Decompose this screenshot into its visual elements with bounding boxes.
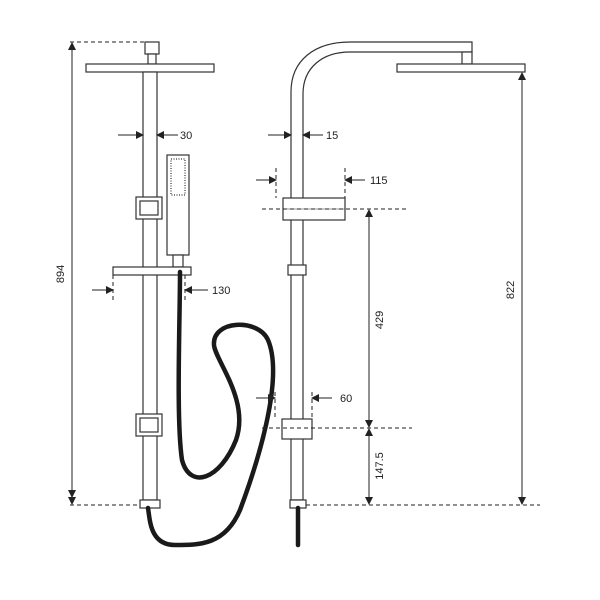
side-lower-bracket xyxy=(281,418,313,440)
front-shower-head xyxy=(85,63,215,73)
front-top-connector xyxy=(144,41,160,55)
side-head-connector xyxy=(461,51,473,65)
hand-shower-nozzle-panel xyxy=(170,158,186,196)
dim-rail-depth: 15 xyxy=(326,130,338,142)
dim-lower-bracket-projection: 60 xyxy=(340,393,352,405)
side-collar xyxy=(287,264,307,276)
side-shower-head xyxy=(396,63,526,73)
dim-bottom-to-lower-bracket: 147.5 xyxy=(374,452,386,480)
dim-head-height: 822 xyxy=(505,281,517,299)
front-bottom-connector xyxy=(139,499,161,509)
shower-hose xyxy=(145,269,276,548)
dim-rail-width: 30 xyxy=(180,130,192,142)
dim-total-height: 894 xyxy=(55,265,67,283)
dim-shelf-offset: 130 xyxy=(212,285,230,297)
dim-bracket-spacing: 429 xyxy=(374,311,386,329)
front-arm-stub xyxy=(147,53,157,65)
front-upper-bracket-inner xyxy=(139,200,159,216)
side-view xyxy=(281,41,526,548)
front-shelf xyxy=(112,266,192,276)
front-view xyxy=(85,41,276,548)
side-dimensions: 15 115 429 147.5 60 822 xyxy=(256,72,540,506)
front-dimensions: 894 30 130 xyxy=(55,41,230,506)
dim-bracket-projection: 115 xyxy=(370,175,388,187)
side-curved-arm xyxy=(290,41,473,501)
hand-shower-handle-end xyxy=(172,254,184,268)
front-lower-bracket-inner xyxy=(139,417,159,433)
